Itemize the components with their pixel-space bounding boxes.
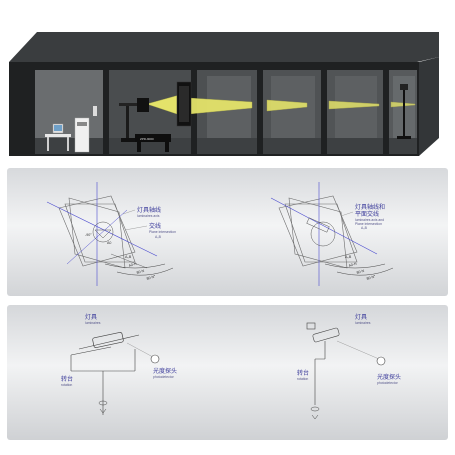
right-axis-label-en3: A₀B bbox=[361, 226, 368, 230]
control-desk bbox=[45, 106, 97, 153]
left-intersect-label-en2: A₀B bbox=[155, 235, 162, 239]
left-lamp-label-en: luminaires bbox=[85, 321, 101, 325]
left-rotation-label-zh: 转台 bbox=[61, 375, 73, 383]
left-angle-b: A0 bbox=[107, 241, 111, 245]
right-dim-3: 80-N bbox=[356, 269, 365, 275]
left-dim-1: A₀B bbox=[125, 255, 132, 259]
rotation-mount-panel: 灯具 luminaires 转台 rotation 光度探头 photodete… bbox=[7, 305, 448, 440]
left-angle-a: -90° bbox=[85, 233, 92, 237]
right-axis-label-en: luminaires axis and bbox=[355, 218, 384, 222]
compartment-floors bbox=[35, 138, 417, 154]
left-rotation-mount: 灯具 luminaires 转台 rotation 光度探头 photodete… bbox=[61, 313, 177, 415]
right-detector-label-zh: 光度探头 bbox=[377, 373, 401, 381]
left-intersect-label-zh: 交线 bbox=[149, 222, 161, 230]
right-dim-4: 80-N° bbox=[366, 274, 377, 281]
right-rotation-label-en: rotation bbox=[297, 377, 308, 381]
right-detector-label-en: photodetector bbox=[377, 381, 399, 385]
left-dim-2: A0-N bbox=[128, 261, 137, 267]
left-dim-3: 80-N bbox=[136, 269, 145, 275]
photometry-tunnel-illustration: ZPD-9000 bbox=[7, 10, 448, 160]
right-axis-label-zh2: 平面交线 bbox=[355, 210, 379, 218]
tunnel-side bbox=[419, 57, 439, 156]
right-dim-1: A₀B bbox=[345, 255, 352, 259]
angle-geometry-panel: 灯具轴线 luminaires axis 交线 Plane intersecti… bbox=[7, 168, 448, 296]
photodetector-stand bbox=[397, 84, 411, 139]
left-intersect-label-en: Plane intersection bbox=[149, 230, 176, 234]
right-lamp-label-zh: 灯具 bbox=[355, 313, 367, 321]
right-axis-label-zh: 灯具轴线和 bbox=[355, 203, 385, 211]
svg-text:ZPD-9000: ZPD-9000 bbox=[140, 137, 154, 141]
right-lamp-label-en: luminaires bbox=[355, 321, 371, 325]
left-axis-label-en: luminaires axis bbox=[137, 214, 160, 218]
tunnel-roof bbox=[9, 32, 439, 62]
right-rotation-mount: 灯具 luminaires 转台 rotation 光度探头 photodete… bbox=[297, 313, 401, 420]
optical-bench: ZPD-9000 bbox=[135, 134, 171, 152]
left-lamp-label-zh: 灯具 bbox=[85, 313, 97, 321]
right-axis-label-en2: Plane intersection bbox=[355, 222, 382, 226]
left-detector-label-en: photodetector bbox=[153, 375, 175, 379]
light-beam bbox=[146, 93, 416, 117]
left-rotation-label-en: rotation bbox=[61, 383, 72, 387]
left-angle-diagram: 灯具轴线 luminaires axis 交线 Plane intersecti… bbox=[46, 182, 176, 286]
left-axis-label-zh: 灯具轴线 bbox=[137, 206, 161, 214]
right-angle-diagram: 灯具轴线和 平面交线 luminaires axis and Plane int… bbox=[270, 182, 394, 286]
right-dim-2: A0-N bbox=[348, 261, 357, 267]
left-dim-4: 80-N° bbox=[146, 274, 157, 281]
right-rotation-label-zh: 转台 bbox=[297, 369, 309, 377]
left-detector-label-zh: 光度探头 bbox=[153, 367, 177, 375]
goniometer-lamp bbox=[119, 81, 192, 142]
